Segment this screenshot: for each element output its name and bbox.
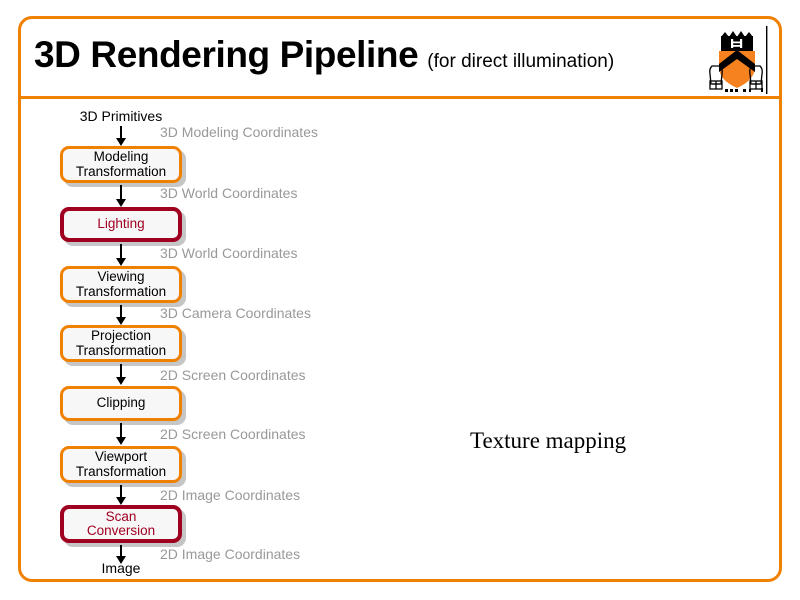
stage-projection-transformation[interactable]: Projection Transformation xyxy=(60,325,182,362)
arrow-to-clipping xyxy=(116,364,126,385)
arrow-to-lighting xyxy=(116,185,126,207)
stage-lighting-label: Lighting xyxy=(97,216,145,232)
arrow-to-modeling-transformation xyxy=(116,126,126,146)
coord-label-3d-world-coordinates-2: 3D World Coordinates xyxy=(160,245,298,261)
arrow-to-image-output xyxy=(116,545,126,564)
coord-label-3d-modeling-coordinates: 3D Modeling Coordinates xyxy=(160,124,318,140)
stage-projection-transformation-label: Projection Transformation xyxy=(75,328,167,358)
pipeline-input-label: 3D Primitives xyxy=(79,108,163,124)
slide-title-bar: 3D Rendering Pipeline (for direct illumi… xyxy=(34,34,694,92)
stage-viewport-transformation[interactable]: Viewport Transformation xyxy=(60,446,182,483)
stage-modeling-transformation-label: Modeling Transformation xyxy=(75,149,167,179)
arrow-to-viewing-transformation xyxy=(116,244,126,266)
stage-scan-conversion[interactable]: Scan Conversion xyxy=(60,505,182,543)
stage-clipping-label: Clipping xyxy=(96,395,146,411)
stage-viewing-transformation-label: Viewing Transformation xyxy=(75,269,167,299)
coord-label-2d-image-coordinates-2: 2D Image Coordinates xyxy=(160,546,301,562)
stage-modeling-transformation[interactable]: Modeling Transformation xyxy=(60,146,182,183)
page-title: 3D Rendering Pipeline xyxy=(34,34,419,75)
coord-label-2d-image-coordinates-1: 2D Image Coordinates xyxy=(160,487,301,503)
coord-label-3d-camera-coordinates: 3D Camera Coordinates xyxy=(160,305,311,321)
stage-lighting[interactable]: Lighting xyxy=(60,207,182,242)
arrow-to-projection-transformation xyxy=(116,305,126,325)
stage-clipping[interactable]: Clipping xyxy=(60,386,182,421)
arrow-to-scan-conversion xyxy=(116,485,126,505)
stage-scan-conversion-label: Scan Conversion xyxy=(86,508,156,538)
coord-label-3d-world-coordinates-1: 3D World Coordinates xyxy=(160,185,298,201)
texture-mapping-note: Texture mapping xyxy=(470,428,627,453)
coord-label-2d-screen-coordinates-2: 2D Screen Coordinates xyxy=(160,426,306,442)
coord-label-2d-screen-coordinates-1: 2D Screen Coordinates xyxy=(160,367,306,383)
pipeline-output-label: Image xyxy=(101,560,141,576)
slide-border-frame xyxy=(18,16,782,582)
stage-viewing-transformation[interactable]: Viewing Transformation xyxy=(60,266,182,303)
stage-viewport-transformation-label: Viewport Transformation xyxy=(75,449,167,479)
princeton-shield-icon xyxy=(709,26,768,94)
princeton-shield-logo xyxy=(703,26,769,94)
title-divider-line xyxy=(18,96,782,99)
arrow-to-viewport-transformation xyxy=(116,423,126,445)
page-subtitle: (for direct illumination) xyxy=(427,51,615,72)
